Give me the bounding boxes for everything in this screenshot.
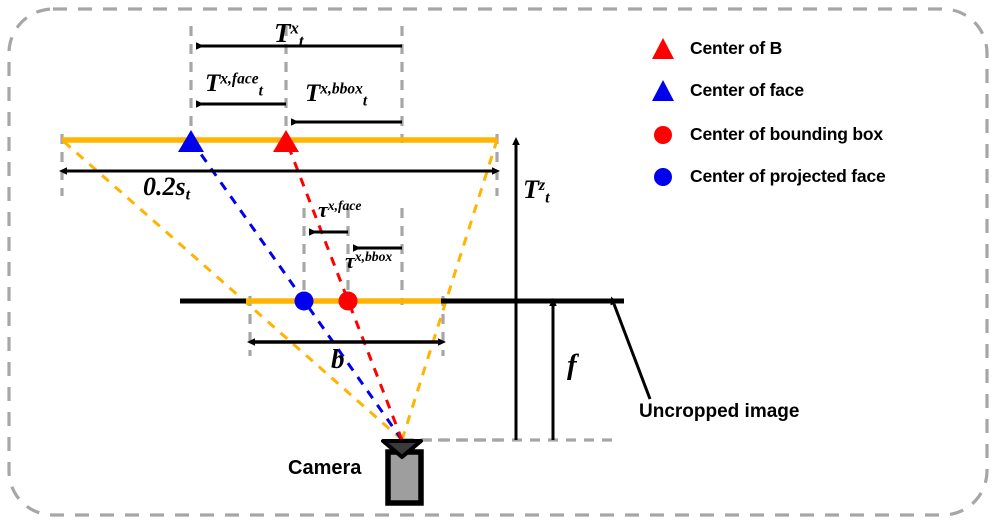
legend-label: Center of bounding box [690, 123, 883, 144]
blue-circle-icon [650, 164, 676, 188]
legend-label: Center of B [690, 37, 783, 58]
label-tau-face: τx,face [318, 197, 362, 222]
legend-label: Center of projected face [690, 165, 886, 186]
label-Tx: Txt [274, 18, 304, 51]
legend-item-center-of-b: Center of B [650, 36, 782, 60]
legend-item-center-of-face: Center of face [650, 78, 804, 102]
label-baseline: b [331, 344, 345, 374]
legend-label: Center of face [690, 79, 804, 100]
ray-face [189, 139, 404, 441]
projection-rays [61, 138, 499, 442]
red-triangle-icon [650, 36, 676, 60]
ray-cone-left [61, 138, 403, 442]
arrow-uncropped-pointer [610, 296, 652, 400]
camera-icon [381, 439, 424, 506]
legend-item-center-of-projected-face: Center of projected face [650, 164, 886, 188]
label-camera: Camera [288, 457, 362, 479]
label-focal: f [567, 349, 577, 381]
triangle-center-of-b [273, 130, 299, 152]
red-circle-icon [650, 122, 676, 146]
label-scale: 0.2st [143, 172, 191, 204]
dot-center-of-bounding-box [338, 291, 358, 311]
ray-bbox [284, 139, 404, 441]
legend-item-center-of-bounding-box: Center of bounding box [650, 122, 883, 146]
label-uncropped-image: Uncropped image [639, 401, 800, 422]
label-Tx-bbox: Tx,bboxt [305, 80, 368, 110]
blue-triangle-icon [650, 78, 676, 102]
ray-cone-right [400, 139, 499, 441]
dot-center-of-projected-face [294, 291, 314, 311]
label-tau-bbox: τx,bbox [345, 248, 393, 273]
label-Tz: Tzt [523, 175, 550, 207]
label-Tx-face: Tx,facet [205, 70, 263, 100]
triangle-center-of-face [178, 130, 204, 152]
